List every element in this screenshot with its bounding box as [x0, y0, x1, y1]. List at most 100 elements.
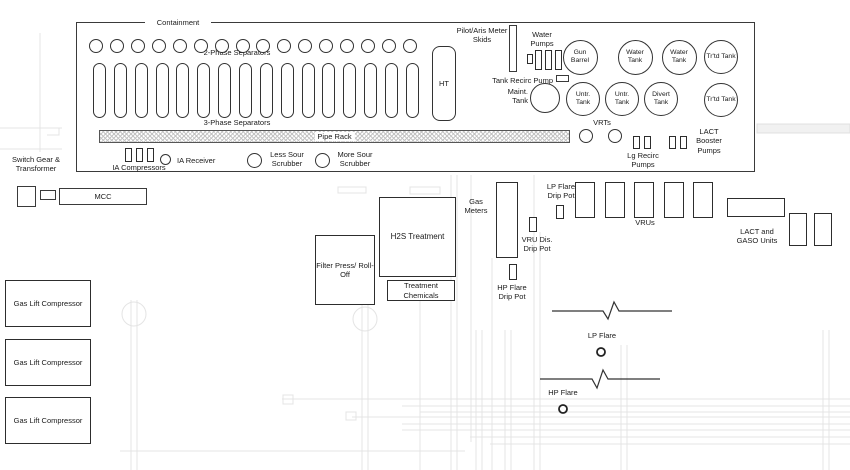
three-phase-separator — [155, 63, 169, 118]
untreated-tank-1: Untr. Tank — [566, 82, 600, 116]
three-phase-separator — [259, 63, 273, 118]
less-sour-scrubber — [247, 153, 262, 168]
pipe-rack-label: Pipe Rack — [314, 132, 355, 141]
vrt — [579, 129, 593, 143]
three-phase-separator — [197, 63, 211, 118]
hp-flare-drip-pot-label: HP Flare Drip Pot — [497, 283, 527, 302]
vru — [604, 182, 625, 218]
gas-lift-compressor-3: Gas Lift Compressor — [5, 397, 91, 444]
lp-flare-stack — [596, 347, 606, 357]
tank-recirc-pump-label: Tank Recirc Pump — [492, 76, 553, 85]
heater-treater-label: HT — [439, 79, 449, 88]
filter-press-rolloff: Filter Press/ Roll-Off — [315, 235, 375, 305]
gun-barrel-tank: Gun Barrel — [562, 39, 598, 75]
ia-receiver — [160, 154, 171, 165]
lp-flare-label: LP Flare — [587, 331, 617, 340]
water-tank-2: Water Tank — [661, 39, 697, 75]
two-phase-separator — [382, 39, 396, 53]
gas-meters — [496, 182, 518, 258]
three-phase-separator — [280, 63, 294, 118]
water-pump-3 — [545, 50, 552, 70]
gas-lift-compressor-2: Gas Lift Compressor — [5, 339, 91, 386]
three-phase-separator — [405, 63, 419, 118]
vrus-label: VRUs — [635, 218, 655, 227]
mcc-label: MCC — [94, 191, 112, 201]
treated-tank-1: Tr'td Tank — [704, 40, 738, 74]
vrts-label: VRTs — [593, 118, 611, 127]
ia-compressors-label: IA Compressors — [112, 163, 166, 172]
hp-flare-drip-pot — [509, 264, 517, 280]
three-phase-separator — [218, 63, 232, 118]
h2s-treatment-label: H2S Treatment — [390, 232, 445, 241]
containment-label: Containment — [145, 17, 211, 28]
gas-lift-compressor-2-label: Gas Lift Compressor — [13, 357, 83, 367]
heater-treater-vessel: HT — [432, 46, 456, 121]
two-phase-separator — [109, 39, 124, 53]
lact-booster-pumps-label: LACT Booster Pumps — [696, 127, 722, 155]
lg-recirc-pump — [644, 136, 651, 149]
three-phase-separator — [364, 63, 378, 118]
lact-booster-pump — [680, 136, 687, 149]
three-phase-separator — [239, 63, 252, 118]
two-phase-separator — [277, 39, 292, 53]
gaso-unit — [814, 213, 832, 246]
mcc-building: MCC — [59, 188, 147, 205]
lg-recirc-pumps-label: Lg Recirc Pumps — [627, 151, 659, 170]
two-phase-separator — [130, 39, 145, 53]
two-phase-separator — [256, 39, 271, 53]
treated-tank-2: Tr'td Tank — [704, 83, 738, 117]
gas-lift-compressor-1: Gas Lift Compressor — [5, 280, 91, 327]
meter-skid — [509, 25, 517, 72]
vru-dis-drip-pot — [529, 217, 537, 232]
filter-press-rolloff-label: Filter Press/ Roll-Off — [316, 260, 374, 279]
lp-flare-drip-pot — [556, 205, 564, 219]
pipe-rack: Pipe Rack — [99, 130, 570, 143]
three-phase-separator — [134, 63, 148, 118]
ia-compressor — [136, 148, 143, 162]
two-phase-separator — [151, 39, 166, 53]
treatment-chemicals: Treatment Chemicals — [387, 280, 455, 301]
lact-gaso-skid — [727, 198, 785, 217]
three-phase-separator — [301, 63, 315, 118]
water-pump-1 — [527, 54, 533, 64]
maint-tank-label: Maint. Tank — [507, 87, 528, 106]
two-phase-separator — [319, 39, 334, 53]
two-phase-separator — [361, 39, 376, 53]
two-phase-separator — [172, 39, 187, 53]
three-phase-separator — [93, 63, 106, 118]
more-sour-scrubber-label: More Sour Scrubber — [337, 150, 373, 169]
ia-receiver-label: IA Receiver — [177, 156, 216, 165]
three-phase-separator — [322, 63, 336, 118]
lact-booster-pump — [669, 136, 676, 149]
two-phase-separator — [235, 39, 250, 53]
vru — [693, 182, 713, 218]
two-phase-separator — [340, 39, 355, 53]
two-phase-separator — [193, 39, 208, 53]
ia-compressor — [125, 148, 132, 162]
treatment-chemicals-label: Treatment Chemicals — [403, 281, 439, 300]
two-phase-separator — [89, 39, 103, 53]
maint-tank — [530, 83, 560, 113]
three-phase-separator — [384, 63, 398, 118]
lact-gaso-label: LACT and GASO Units — [736, 227, 778, 246]
water-pump-4 — [555, 50, 562, 70]
tank-recirc-pump — [556, 75, 569, 82]
hp-flare-label: HP Flare — [548, 388, 578, 397]
more-sour-scrubber — [315, 153, 330, 168]
vru-dis-drip-pot-label: VRU Dis. Drip Pot — [521, 235, 553, 254]
three-phase-separators-label: 3-Phase Separators — [203, 118, 271, 127]
three-phase-separator — [343, 63, 357, 118]
untreated-tank-2: Untr. Tank — [605, 82, 639, 116]
less-sour-scrubber-label: Less Sour Scrubber — [270, 150, 304, 169]
gaso-unit — [789, 213, 807, 246]
two-phase-separator — [402, 39, 417, 53]
three-phase-separator — [113, 63, 127, 118]
transformer — [40, 190, 56, 200]
gas-lift-compressor-1-label: Gas Lift Compressor — [13, 298, 83, 308]
divert-tank: Divert Tank — [644, 82, 678, 116]
vru — [634, 182, 654, 218]
ia-compressor — [147, 148, 154, 162]
gas-meters-label: Gas Meters — [464, 197, 488, 216]
